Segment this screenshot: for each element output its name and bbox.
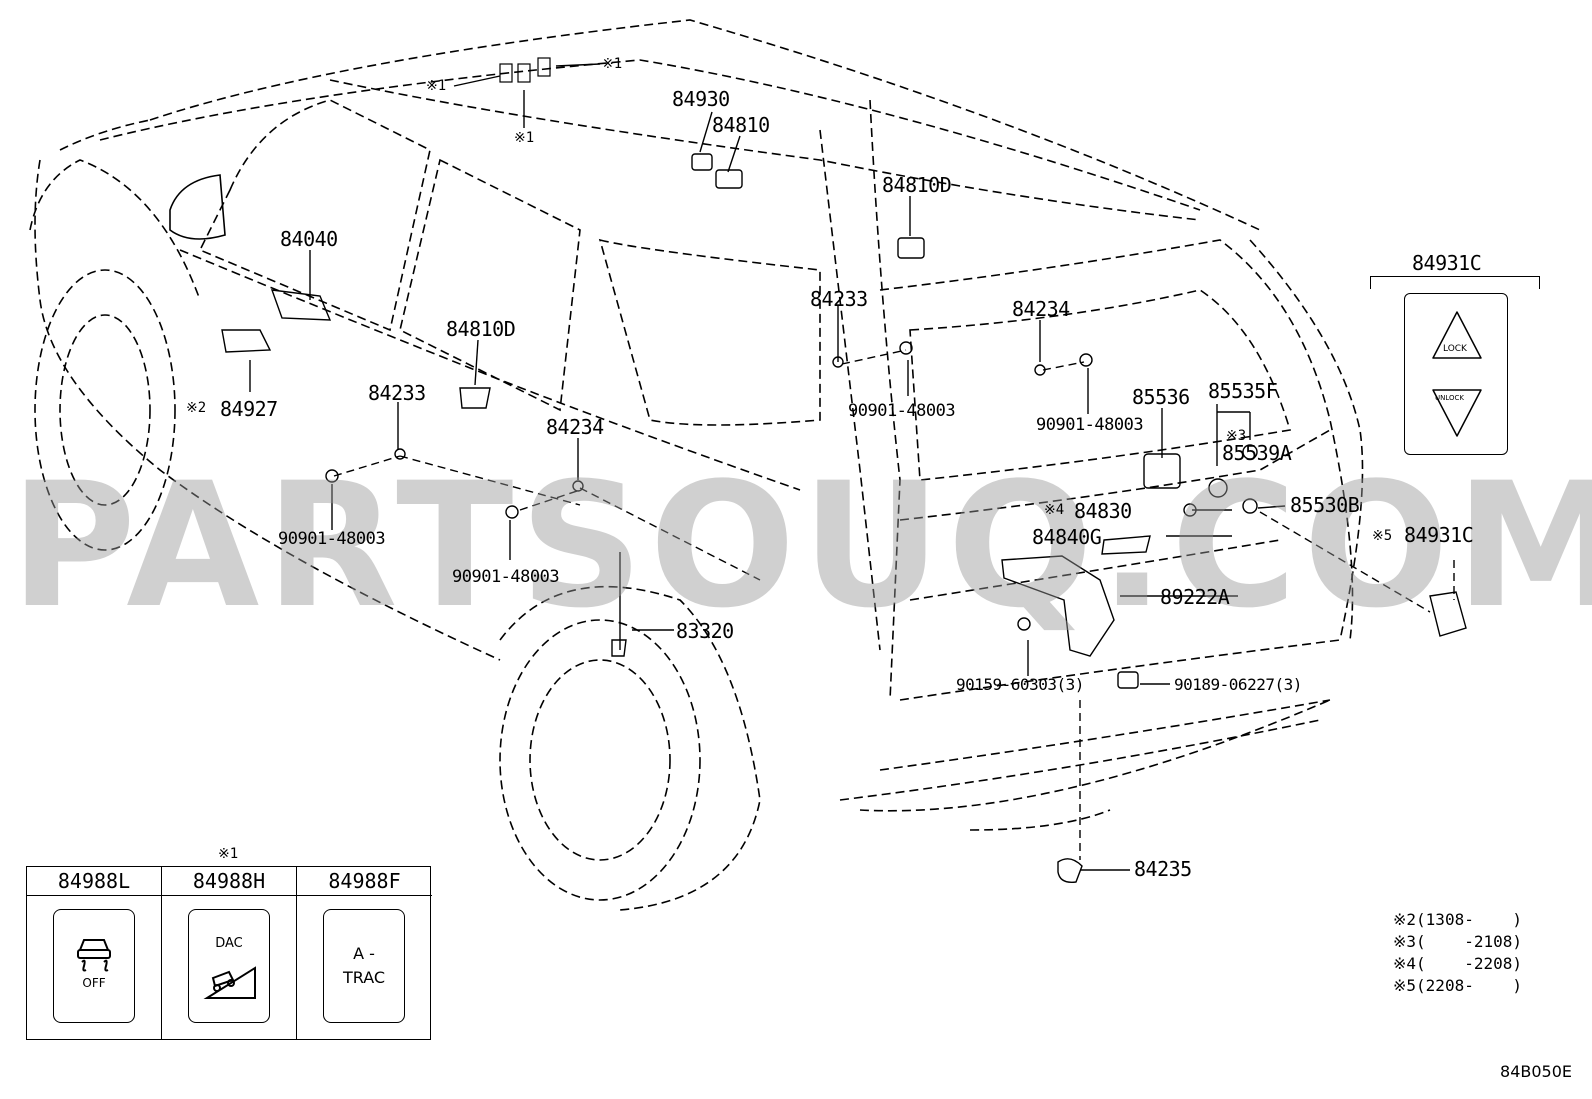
footnote: ※2(1308- ) — [1393, 910, 1522, 929]
skid-car-icon — [77, 939, 111, 972]
part-label-85536[interactable]: 85536 — [1132, 385, 1190, 409]
note-mark-1-left: ※1 — [426, 78, 447, 94]
part-label-84931c-box[interactable]: 84931C — [1412, 251, 1482, 275]
switch-column-84988h: 84988H DAC — [162, 867, 297, 1039]
part-label-84930[interactable]: 84930 — [672, 87, 730, 111]
dac-button: DAC — [188, 909, 270, 1023]
part-label-84810[interactable]: 84810 — [712, 113, 770, 137]
dac-label: DAC — [215, 936, 243, 951]
part-label-84810d-mid[interactable]: 84810D — [446, 317, 516, 341]
lock-switch-bracket — [1370, 276, 1540, 289]
hill-descent-icon — [203, 966, 256, 999]
unlock-label: UNLOCK — [1435, 394, 1464, 402]
part-label-90901-48003-d[interactable]: 90901-48003 — [452, 567, 560, 587]
footnote: ※4( -2208) — [1393, 954, 1522, 973]
part-label-83320[interactable]: 83320 — [676, 619, 734, 643]
traction-off-button: OFF — [53, 909, 135, 1023]
lock-label: LOCK — [1443, 344, 1467, 354]
diagram-code: 84B050E — [1500, 1062, 1572, 1081]
part-label-90901-48003-b[interactable]: 90901-48003 — [1036, 415, 1144, 435]
part-label-84927[interactable]: 84927 — [220, 397, 278, 421]
footnotes: ※2(1308- ) ※3( -2108) ※4( -2208) ※5(2208… — [1393, 910, 1522, 998]
part-label-85539a[interactable]: 85539A — [1222, 441, 1292, 465]
switch-part-number[interactable]: 84988F — [297, 867, 432, 896]
note-mark-1-right: ※1 — [602, 56, 623, 72]
part-label-89222a[interactable]: 89222A — [1160, 585, 1230, 609]
lock-button-icon — [1432, 311, 1482, 359]
part-label-85535f[interactable]: 85535F — [1208, 379, 1278, 403]
part-label-84234-left[interactable]: 84234 — [546, 415, 604, 439]
part-label-84840g[interactable]: 84840G — [1032, 525, 1102, 549]
part-label-90901-48003-a[interactable]: 90901-48003 — [848, 401, 956, 421]
switch-table: 84988L OFF 84988H DAC — [26, 866, 432, 1040]
watermark: PARTSOUQ.COM — [10, 445, 1592, 646]
note-mark-5: ※5 — [1372, 528, 1393, 544]
part-label-84810d-top[interactable]: 84810D — [882, 173, 952, 197]
note-mark-2: ※2 — [186, 400, 207, 416]
part-label-84830[interactable]: 84830 — [1074, 499, 1132, 523]
part-label-84233-center[interactable]: 84233 — [810, 287, 868, 311]
off-label: OFF — [82, 976, 106, 990]
part-label-84235[interactable]: 84235 — [1134, 857, 1192, 881]
part-label-90901-48003-c[interactable]: 90901-48003 — [278, 529, 386, 549]
unlock-button-icon — [1432, 389, 1482, 437]
a-trac-line1: A - — [353, 944, 375, 963]
part-label-90189-06227[interactable]: 90189-06227(3) — [1174, 675, 1302, 694]
part-label-84234-right[interactable]: 84234 — [1012, 297, 1070, 321]
note-mark-1-table: ※1 — [218, 846, 239, 862]
part-label-84233-left[interactable]: 84233 — [368, 381, 426, 405]
a-trac-button: A - TRAC — [323, 909, 405, 1023]
switch-part-number[interactable]: 84988L — [27, 867, 161, 896]
note-mark-1-bottom: ※1 — [514, 130, 535, 146]
a-trac-line2: TRAC — [342, 968, 386, 987]
switch-column-84988f: 84988F A - TRAC — [297, 867, 432, 1039]
switch-column-84988l: 84988L OFF — [27, 867, 162, 1039]
footnote: ※5(2208- ) — [1393, 976, 1522, 995]
lock-switch-panel: LOCK UNLOCK — [1404, 293, 1508, 455]
part-label-85530b[interactable]: 85530B — [1290, 493, 1360, 517]
part-label-84040[interactable]: 84040 — [280, 227, 338, 251]
note-mark-4: ※4 — [1044, 502, 1065, 518]
note-mark-3: ※3 — [1226, 428, 1247, 444]
part-label-90159-60303[interactable]: 90159-60303(3) — [956, 675, 1084, 694]
part-label-84931c-lower[interactable]: 84931C — [1404, 523, 1474, 547]
footnote: ※3( -2108) — [1393, 932, 1522, 951]
switch-part-number[interactable]: 84988H — [162, 867, 296, 896]
